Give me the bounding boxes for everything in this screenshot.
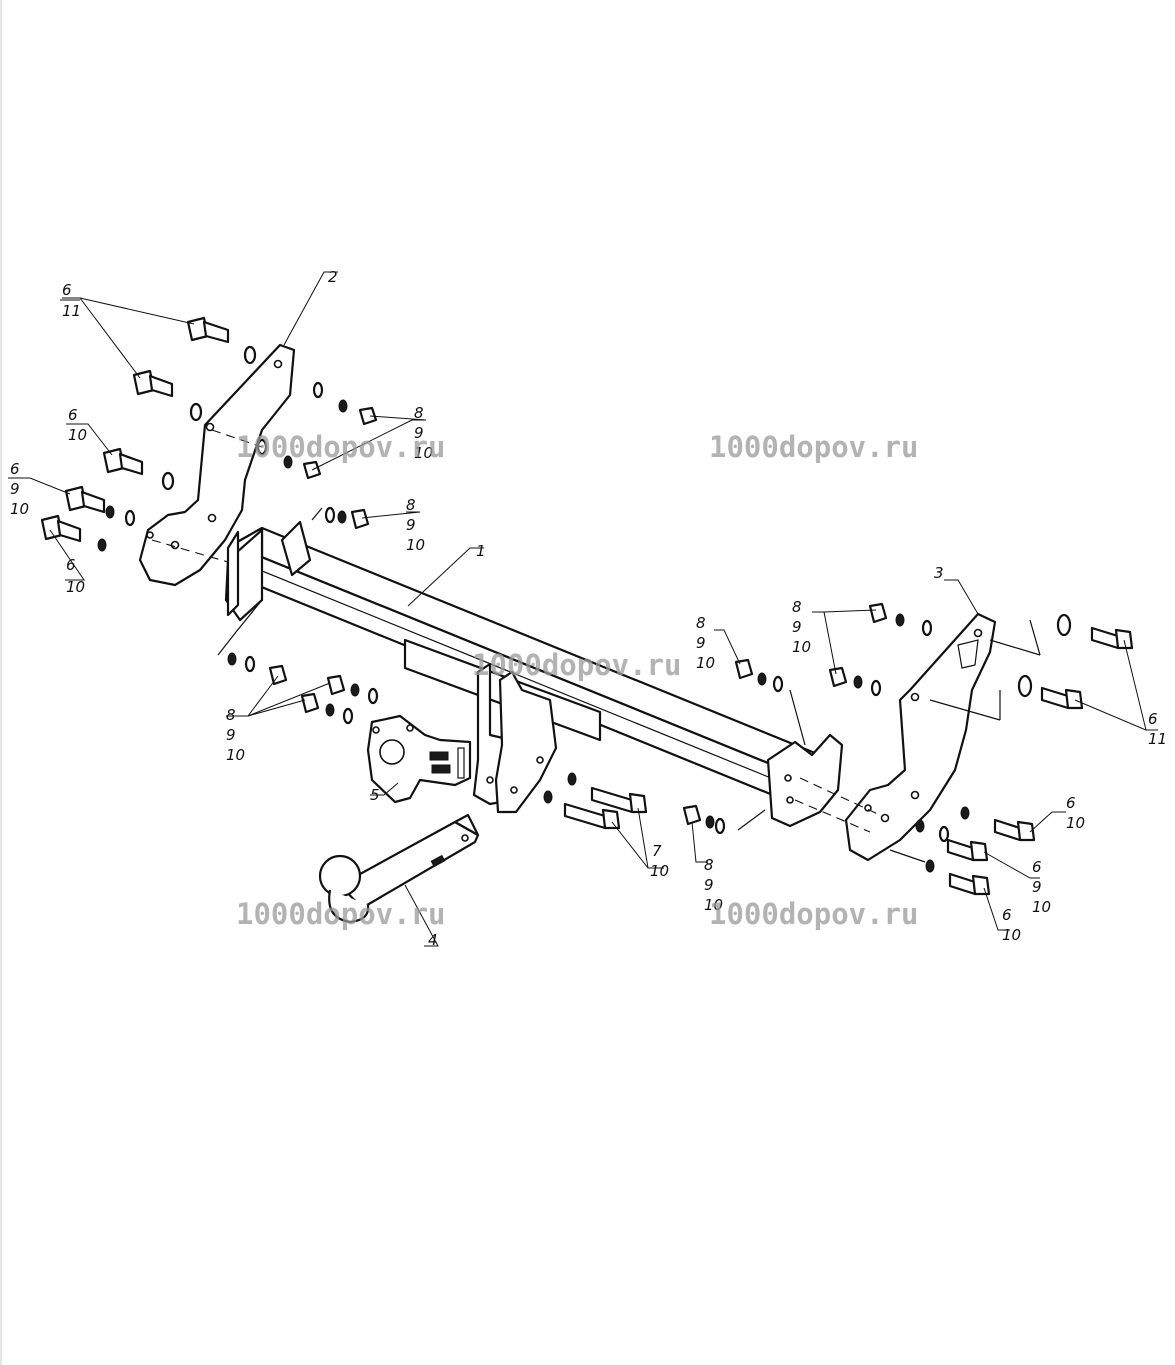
bolt-right-3: [993, 818, 1036, 842]
callout-labels: 6 11 6 10 6 9 10 6 10 2 8 9 10 8 9 10 1 …: [10, 268, 1167, 949]
label-9: 9: [792, 618, 802, 636]
label-10: 10: [68, 426, 87, 444]
bolt-upper-right-1: [1090, 626, 1134, 650]
bolt-left-3: [102, 447, 144, 476]
left-side-bracket: [138, 343, 296, 587]
assembly-axis-lines: [151, 429, 1041, 863]
label-10: 10: [792, 638, 811, 656]
bolt-upper-left-1: [186, 316, 230, 344]
bolt-left-4: [64, 485, 106, 514]
right-side-bracket: [844, 612, 997, 862]
label-10: 10: [66, 578, 85, 596]
label-9: 9: [406, 516, 416, 534]
label-10: 10: [406, 536, 425, 554]
center-mounting-plates: [472, 662, 558, 814]
label-6: 6: [10, 460, 20, 478]
label-10: 10: [414, 444, 433, 462]
label-part-1: 1: [476, 542, 486, 560]
beam-end-plate-left: [226, 530, 240, 617]
label-9: 9: [414, 424, 424, 442]
electrical-socket-plate: [366, 714, 472, 804]
label-10: 10: [650, 862, 669, 880]
label-part-3: 3: [934, 564, 944, 582]
label-part-2: 2: [328, 268, 338, 286]
bolt-upper-right-2: [1040, 686, 1084, 710]
label-10: 10: [696, 654, 715, 672]
label-6: 6: [1002, 906, 1012, 924]
watermarks: 1000dopov.ru 1000dopov.ru 1000dopov.ru 1…: [236, 430, 919, 931]
label-part-5: 5: [370, 786, 380, 804]
label-8: 8: [414, 404, 424, 422]
label-6: 6: [66, 556, 76, 574]
label-6: 6: [62, 281, 72, 299]
bolt-right-4: [946, 838, 989, 862]
label-8: 8: [792, 598, 802, 616]
bolt-center-2: [563, 802, 621, 830]
label-7: 7: [652, 842, 662, 860]
tow-ball-mount: [318, 813, 480, 924]
label-6: 6: [1148, 710, 1158, 728]
label-8: 8: [226, 706, 236, 724]
bolt-center-1: [590, 786, 648, 814]
label-6: 6: [1032, 858, 1042, 876]
label-9: 9: [704, 876, 714, 894]
bolt-left-5: [40, 514, 82, 543]
bolts-group: [40, 316, 1134, 896]
label-10: 10: [10, 500, 29, 518]
label-10: 10: [1032, 898, 1051, 916]
label-8: 8: [704, 856, 714, 874]
page-edge: [0, 0, 2, 1365]
label-9: 9: [10, 480, 20, 498]
watermark-text: 1000dopov.ru: [472, 648, 682, 682]
label-11: 11: [62, 302, 81, 320]
watermark-text: 1000dopov.ru: [236, 430, 446, 464]
label-part-4: 4: [428, 931, 438, 949]
watermark-text: 1000dopov.ru: [236, 897, 446, 931]
label-10: 10: [704, 896, 723, 914]
label-8: 8: [406, 496, 416, 514]
label-10: 10: [1066, 814, 1085, 832]
label-9: 9: [1032, 878, 1042, 896]
label-6: 6: [68, 406, 78, 424]
watermark-text: 1000dopov.ru: [709, 897, 919, 931]
label-10: 10: [226, 746, 245, 764]
leader-lines: [8, 271, 1158, 947]
bolt-upper-left-2: [132, 369, 174, 398]
label-6: 6: [1066, 794, 1076, 812]
bolt-right-5: [948, 872, 991, 896]
label-11: 11: [1148, 730, 1167, 748]
label-8: 8: [696, 614, 706, 632]
label-9: 9: [696, 634, 706, 652]
watermark-text: 1000dopov.ru: [709, 430, 919, 464]
label-10: 10: [1002, 926, 1021, 944]
label-9: 9: [226, 726, 236, 744]
washers-nuts-group: [97, 345, 1072, 873]
